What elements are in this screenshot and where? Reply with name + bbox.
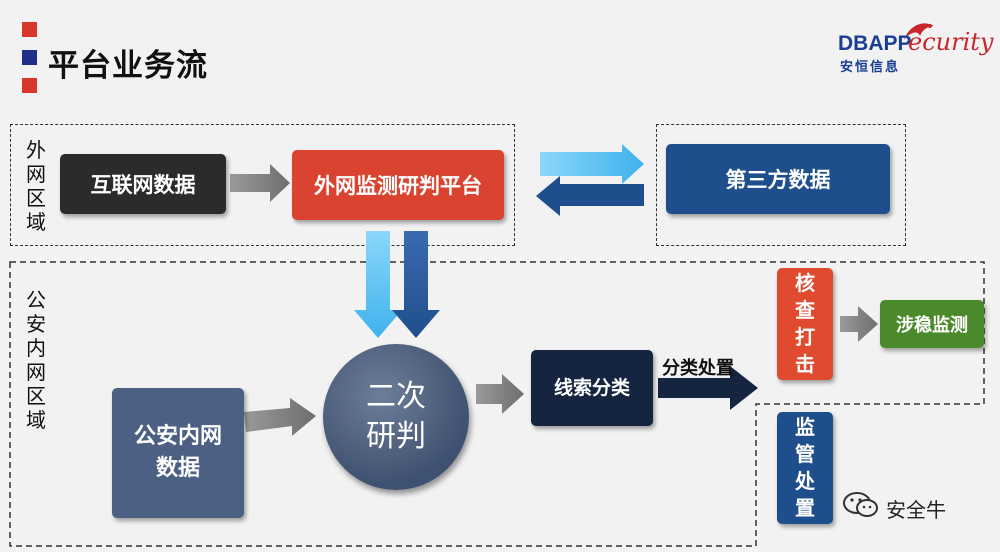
external-platform-node: 外网监测研判平台: [292, 150, 504, 220]
secondary-analysis-node: 二次研判: [323, 344, 469, 490]
supervise-handle-node: 监管处置: [777, 412, 833, 524]
verify-strike-node: 核查打击: [777, 268, 833, 380]
arrow-internet-to-platform: [230, 164, 290, 202]
logo-script: ecurity: [908, 28, 994, 56]
logo-brand: DBAPP: [838, 32, 912, 55]
police-data-label: 公安内网数据: [133, 424, 222, 481]
arrow-platform-to-thirdparty: [540, 144, 644, 184]
title-mark-top: [22, 22, 37, 37]
internet-data-node: 互联网数据: [60, 154, 226, 214]
arrow-police-to-analysis: [244, 398, 316, 436]
clue-classify-node: 线索分类: [531, 350, 653, 426]
page-title: 平台业务流: [48, 48, 208, 84]
police-data-node: 公安内网数据: [112, 388, 244, 518]
title-mark-middle: [22, 50, 37, 65]
title-mark-bottom: [22, 78, 37, 93]
dragon-icon: [904, 23, 934, 40]
supervise-handle-label: 监管处置: [795, 415, 815, 520]
wechat-icon: [843, 492, 878, 517]
arrow-analysis-to-clue: [476, 374, 524, 414]
arrow-down-light: [354, 231, 402, 338]
arrow-verify-to-stability: [840, 306, 878, 342]
third-party-node: 第三方数据: [666, 144, 890, 214]
arrow-down-dark: [392, 231, 440, 338]
verify-strike-label: 核查打击: [795, 271, 815, 376]
stability-monitor-node: 涉稳监测: [880, 300, 984, 348]
police-zone-label: 公安内网区域: [26, 288, 46, 432]
arrow-thirdparty-to-platform: [536, 176, 644, 216]
external-zone: [10, 124, 515, 246]
watermark-text: 安全牛: [886, 498, 946, 522]
external-zone-label: 外网区域: [26, 138, 46, 234]
arrow-clue-to-handle: [658, 366, 758, 410]
clue-classify-label: 线索分类: [553, 377, 630, 399]
logo-subtitle: 安恒信息: [840, 60, 901, 75]
secondary-analysis-label: 二次研判: [366, 379, 426, 454]
classify-handle-label: 分类处置: [662, 358, 734, 379]
third-party-zone: [656, 124, 906, 246]
